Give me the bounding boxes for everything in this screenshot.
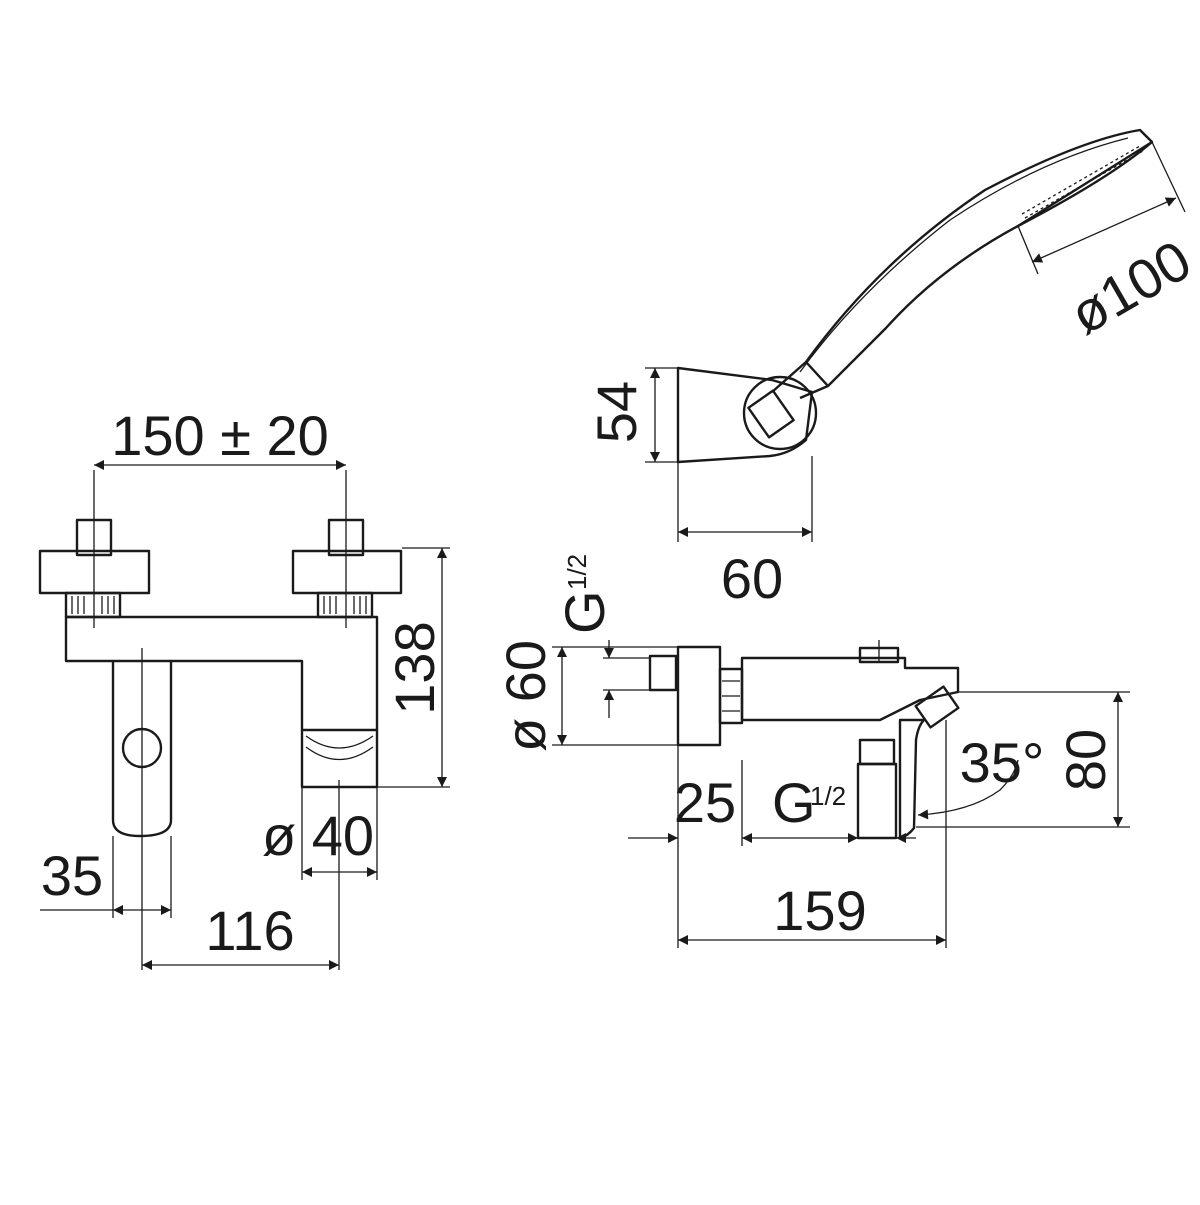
side-view: G 1/2 ø 60 25 G 1/2 35° 80 159 [494,554,1130,948]
dim-side-height: 80 [1054,729,1117,791]
dim-spout-diameter: ø 40 [262,804,374,867]
dim-flange-diameter: ø 60 [494,640,557,752]
side-lever [898,718,926,840]
right-handle [291,518,403,619]
wall-flange [676,645,722,747]
dim-handle-offset: 35 [41,844,103,907]
dim-eccentric-depth: 25 [674,771,736,834]
holder-ring [742,375,818,451]
diverter-lever [111,661,173,838]
dim-inlet-thread-fraction: 1/2 [562,554,592,590]
dim-total-projection: 159 [773,879,866,942]
dim-height-front: 138 [383,621,446,714]
dim-head-diameter: ø100 [1059,228,1200,346]
handshower-body [771,128,1154,400]
dim-outlet-thread-fraction: 1/2 [810,781,846,811]
spout [300,730,379,789]
dim-inlet-thread: G [553,590,616,634]
eccentric-inlet [648,654,678,692]
dim-spout-angle: 35° [960,731,1045,794]
front-view: 150 ± 20 138 ø 40 35 116 [38,404,450,970]
handshower-holder [676,366,814,464]
side-body [740,656,960,722]
dim-holder-depth: 60 [721,547,783,610]
dim-spout-offset: 116 [205,899,294,962]
dim-handles-spacing: 150 ± 20 [111,404,329,467]
dim-outlet-thread: G [772,771,816,834]
handshower-view: 54 60 ø100 [585,128,1200,610]
dim-holder-height: 54 [585,381,648,443]
